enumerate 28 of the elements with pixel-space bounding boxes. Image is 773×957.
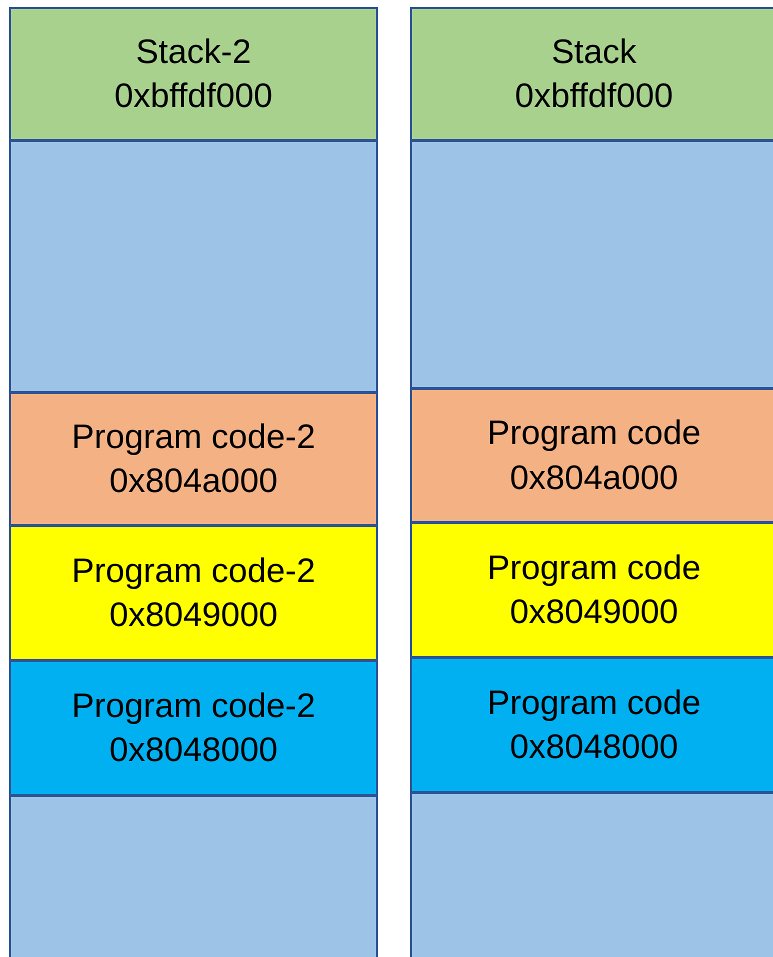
segment-address: 0x8049000 [510,592,678,633]
memory-segment [410,522,773,658]
segment-address: 0x8048000 [109,730,278,771]
segment-address: 0x8048000 [510,727,678,768]
memory-segment [410,657,773,793]
memory-segment [410,7,773,141]
segment-address: 0xbffdf000 [514,76,674,117]
memory-segment [410,140,773,389]
segment-name: Stack-2 [136,32,252,73]
memory-segment [9,795,378,957]
segment-address: 0xbffdf000 [114,76,273,117]
segment-address: 0x804a000 [109,461,278,502]
memory-segment [410,792,773,957]
segment-name: Program code-2 [72,550,316,592]
segment-name: Program code-2 [72,686,316,727]
segment-name: Program code [487,548,701,589]
memory-segment [9,7,378,141]
segment-name: Program code-2 [72,416,316,458]
memory-segment [9,525,378,661]
memory-segment [9,140,378,393]
memory-segment [9,392,378,526]
segment-address: 0x804a000 [510,458,678,498]
segment-name: Stack [551,32,637,73]
segment-name: Program code [487,413,701,454]
segment-address: 0x8049000 [109,595,278,636]
memory-segment [9,660,378,796]
segment-name: Program code [487,682,701,724]
memory-segment [410,388,773,523]
